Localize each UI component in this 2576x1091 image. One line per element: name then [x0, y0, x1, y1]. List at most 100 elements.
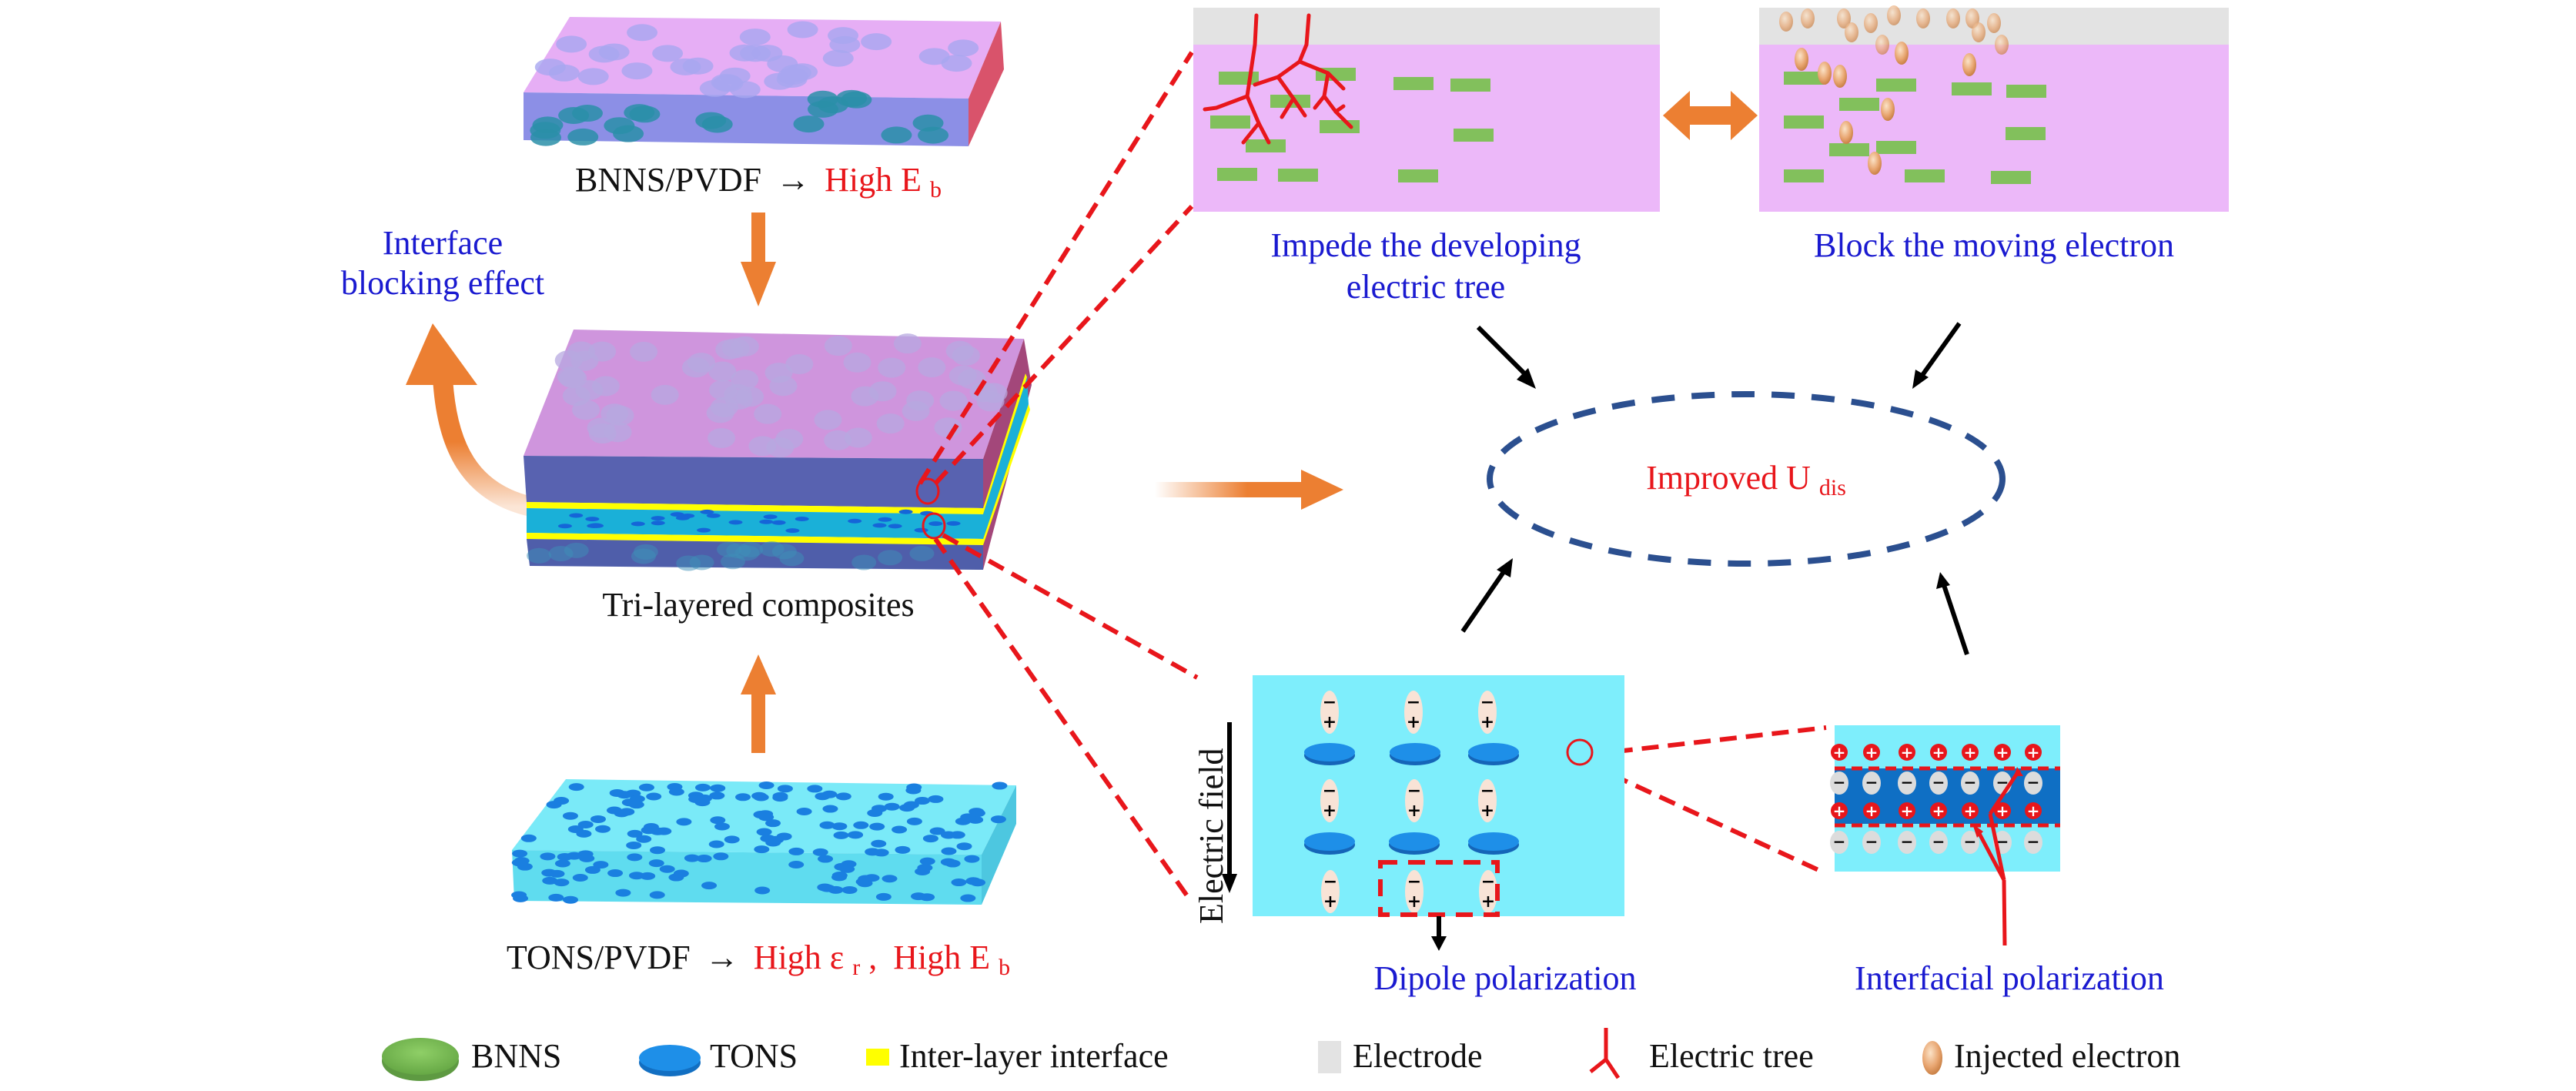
tons-particle [872, 523, 887, 528]
positive-charge-icon [1930, 744, 1947, 761]
tons-particle [914, 527, 928, 533]
tons-particle [540, 852, 556, 861]
tons-property1-text: High ε [754, 939, 844, 976]
pvdf-region [1193, 45, 1660, 212]
tons-particle [554, 878, 570, 887]
dipole-grid: −+−+−+−+−+−+−+−+−+ [1304, 691, 1519, 913]
minus-sign: − [1833, 773, 1846, 791]
bnns-particle [818, 96, 849, 114]
minus-sign: − [1996, 832, 2009, 851]
bnns-particle [554, 350, 583, 371]
tons-particle [568, 783, 584, 791]
arrowhead-icon [1912, 370, 1929, 389]
tons-particle [640, 872, 656, 880]
tons-particle [650, 827, 666, 835]
bnns-particle [787, 21, 818, 38]
legend-label-interface: Inter-layer interface [899, 1037, 1169, 1075]
bnns-particle [652, 45, 684, 62]
convergence-arrows [1460, 322, 1969, 655]
tons-particle [848, 831, 864, 839]
bnns-bar [1905, 169, 1945, 182]
electron-icon [1864, 13, 1878, 33]
minus-sign: − [1481, 872, 1495, 892]
bnns-particle [710, 397, 738, 417]
trilayer-side-middle [983, 377, 1029, 539]
bnns-particle [559, 368, 587, 389]
negative-charge-icon [1830, 771, 1848, 795]
plus-sign: + [1323, 892, 1337, 912]
tons-particle [906, 817, 922, 825]
electron-icon [1779, 12, 1793, 32]
down-arrow-icon [741, 213, 776, 306]
tons-particle [754, 845, 770, 854]
tons-particle [992, 781, 1008, 790]
electron-icon [1839, 121, 1853, 144]
tons-particle [1304, 743, 1355, 761]
bnns-particle [948, 39, 979, 57]
plus-sign: + [1865, 743, 1878, 761]
minus-sign: − [1407, 692, 1420, 712]
bnns-particle [878, 550, 903, 566]
electron-icon [1881, 98, 1895, 121]
result-ellipse [1487, 391, 2006, 567]
bnns-particle [534, 59, 566, 76]
tons-particle [710, 816, 726, 825]
electric-tree-icon [1589, 1028, 1621, 1079]
electron-icon [1875, 35, 1889, 55]
plus-sign: + [1996, 743, 2009, 761]
legend-label-electrode: Electrode [1353, 1037, 1483, 1075]
dipole-highlight-box [1378, 860, 1500, 917]
dipole-icon [1320, 691, 1339, 734]
bnns-particle [876, 413, 905, 434]
tons-particle [915, 797, 931, 805]
tree-arrowhead-icon [2014, 767, 2023, 776]
arrow-line [1942, 584, 1969, 655]
tons-particle [865, 848, 881, 856]
positive-charge-icon [1962, 744, 1979, 761]
tons-particle [795, 516, 809, 521]
bnns-particle [738, 541, 764, 557]
bnns-particle [687, 353, 715, 373]
dipole-icon [1405, 779, 1423, 822]
legend-item-injected-electron: Injected electron [1922, 1037, 2180, 1075]
minus-sign: − [1480, 781, 1494, 801]
bnns-particle [824, 430, 852, 450]
minus-sign: − [1323, 692, 1337, 712]
tons-particle [714, 822, 730, 831]
legend: BNNS TONS Inter-layer interface Electrod… [382, 1028, 2180, 1081]
bnns-particle [527, 547, 552, 564]
plus-sign: + [1932, 743, 1945, 761]
tons-particle [796, 808, 812, 816]
arrowhead-icon [1497, 558, 1513, 577]
positive-charge-icon [1863, 744, 1880, 761]
bnns-bar [1454, 129, 1494, 142]
tons-arrow-text: → [705, 939, 739, 976]
electron-icon [1837, 8, 1851, 28]
tons-particle [542, 876, 558, 885]
plus-sign: + [1481, 892, 1495, 912]
tons-particle [676, 818, 692, 826]
bnns-particle [824, 336, 852, 356]
tons-particle [615, 889, 631, 897]
bnns-particle [934, 417, 962, 438]
minus-sign: − [2027, 773, 2040, 791]
legend-label-injected-electron: Injected electron [1954, 1037, 2180, 1075]
tree-arrowhead-icon [1972, 824, 1983, 838]
bnns-particle [624, 104, 655, 122]
tons-particle [969, 808, 985, 816]
tons-particle [557, 524, 572, 529]
tons-particle [572, 873, 588, 882]
tons-particle [964, 855, 980, 863]
bnns-particle [785, 354, 814, 375]
negative-charge-icon [1961, 831, 1979, 854]
tons-particle [688, 795, 704, 803]
bnns-particle [558, 107, 590, 125]
dipole-icon [1320, 779, 1339, 822]
tons-particle [638, 783, 654, 791]
tons-particle [941, 847, 957, 855]
tons-particle [562, 812, 578, 820]
tree-branch [1291, 96, 1307, 118]
tons-particle [831, 822, 848, 831]
tons-particle [646, 792, 662, 801]
tons-particle [905, 786, 922, 795]
